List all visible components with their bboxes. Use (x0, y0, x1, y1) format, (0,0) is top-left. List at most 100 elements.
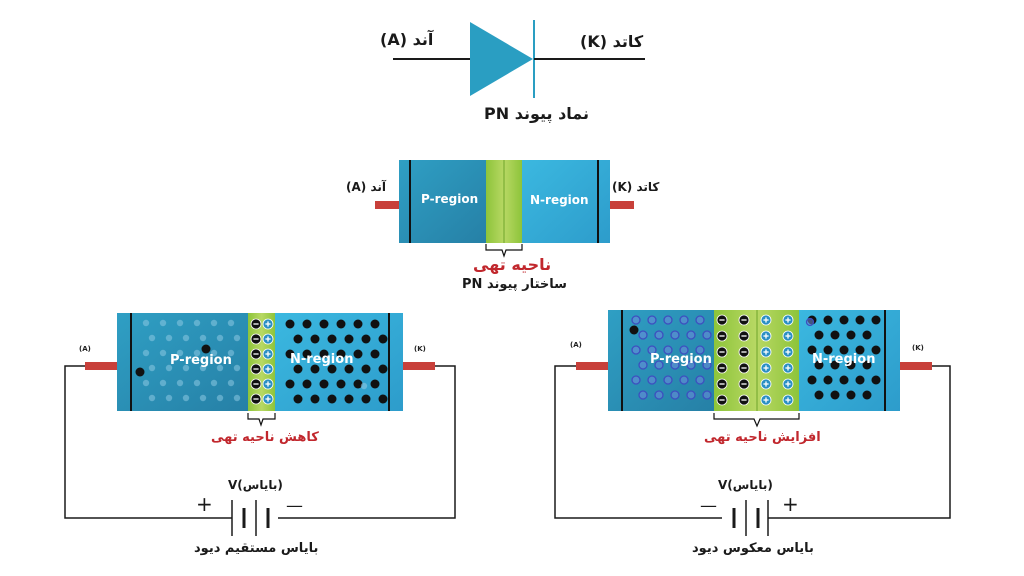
negative-ion (250, 378, 262, 390)
negative-ion (716, 346, 728, 358)
forward-electron-carriers (285, 319, 388, 404)
structure-depletion-brace (485, 244, 523, 258)
negative-ion (250, 333, 262, 345)
electron (846, 360, 856, 370)
hole (360, 382, 368, 390)
hole (210, 379, 218, 387)
negative-ion (738, 394, 750, 406)
electron (629, 325, 639, 335)
structure-cathode-lead (609, 201, 634, 209)
positive-ion (782, 314, 794, 326)
electron (378, 364, 388, 374)
hole (670, 390, 680, 400)
reverse-ion-columns (716, 314, 794, 406)
positive-ion (760, 362, 772, 374)
electron (814, 390, 824, 400)
structure-cathode-label: کاتد (K) (612, 180, 660, 194)
hole (663, 375, 673, 385)
electron (302, 319, 312, 329)
diode-symbol (393, 20, 645, 98)
hole (679, 315, 689, 325)
electron (862, 360, 872, 370)
hole (647, 315, 657, 325)
forward-plus-sign: + (196, 492, 213, 516)
electron (823, 345, 833, 355)
hole (165, 334, 173, 342)
electron (302, 379, 312, 389)
positive-ion (782, 394, 794, 406)
hole (199, 334, 207, 342)
reverse-bias-diagram (554, 310, 951, 536)
hole (227, 319, 235, 327)
hole (182, 394, 190, 402)
electron (871, 375, 881, 385)
hole (638, 360, 648, 370)
electron (302, 349, 312, 359)
electron (839, 345, 849, 355)
electron (862, 390, 872, 400)
electron (839, 375, 849, 385)
hole (193, 349, 201, 357)
structure-p-label: P-region (421, 192, 479, 206)
hole (227, 379, 235, 387)
forward-bias-label: V(بایاس) (228, 478, 283, 492)
structure-n-label: N-region (530, 193, 589, 207)
electron (336, 319, 346, 329)
symbol-anode-label: آند (A) (380, 30, 434, 49)
hole (216, 364, 224, 372)
hole (695, 315, 705, 325)
hole (702, 330, 712, 340)
hole (142, 379, 150, 387)
hole (686, 330, 696, 340)
negative-ion (738, 314, 750, 326)
hole (159, 319, 167, 327)
electron (862, 330, 872, 340)
positive-ion (760, 378, 772, 390)
negative-ion (716, 330, 728, 342)
hole (182, 364, 190, 372)
forward-n-label: N-region (290, 352, 354, 367)
electron (310, 394, 320, 404)
hole (631, 375, 641, 385)
structure-caption: ساختار پیوند PN (462, 277, 567, 292)
electron (344, 394, 354, 404)
structure-depletion-label: ناحیه تهی (473, 255, 552, 274)
forward-hole-carriers (135, 319, 241, 402)
hole (233, 334, 241, 342)
forward-ion-columns (250, 318, 274, 405)
negative-ion (716, 314, 728, 326)
positive-ion (760, 394, 772, 406)
forward-n-block (275, 313, 403, 411)
hole (210, 319, 218, 327)
electron (327, 394, 337, 404)
negative-ion (738, 378, 750, 390)
forward-cathode-lead (403, 362, 435, 370)
positive-ion (262, 378, 274, 390)
electron (344, 364, 354, 374)
electron (855, 345, 865, 355)
negative-ion (716, 378, 728, 390)
electron (336, 349, 346, 359)
electron (293, 334, 303, 344)
electron (839, 315, 849, 325)
hole (638, 330, 648, 340)
reverse-battery (732, 500, 769, 536)
electron (807, 345, 817, 355)
hole (702, 390, 712, 400)
electron (370, 349, 380, 359)
electron (327, 334, 337, 344)
positive-ion (262, 333, 274, 345)
reverse-depletion-label: افزایش ناحیه تهی (704, 430, 821, 445)
electron (378, 394, 388, 404)
electron (846, 330, 856, 340)
negative-ion (250, 363, 262, 375)
negative-ion (250, 393, 262, 405)
electron (310, 364, 320, 374)
hole (695, 345, 705, 355)
hole (670, 360, 680, 370)
hole (670, 330, 680, 340)
electron (135, 367, 145, 377)
positive-ion (782, 330, 794, 342)
structure-n-block (522, 160, 610, 243)
hole (148, 364, 156, 372)
